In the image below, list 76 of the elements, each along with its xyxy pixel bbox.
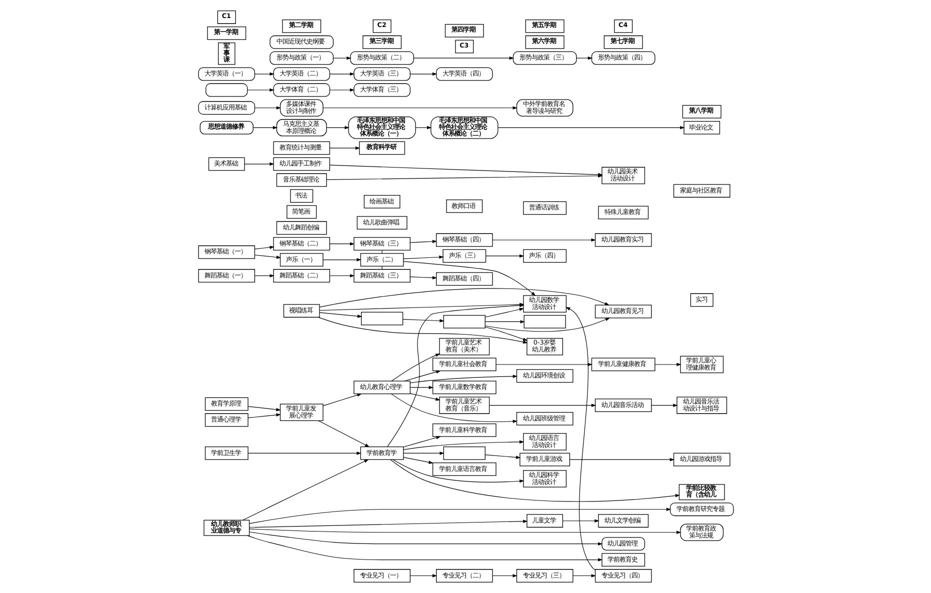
arrow [390,394,517,423]
arrow [390,354,440,382]
arrow [254,274,274,278]
arrow [248,532,602,546]
arrow [328,88,354,92]
node-box [523,315,566,328]
arrow [404,370,440,382]
arrow [488,404,596,407]
arrow [576,56,592,60]
arrow [484,318,610,332]
arrow [495,362,592,366]
node-box [442,446,485,460]
arrow [413,56,514,60]
arrow [322,258,361,262]
arrow [254,106,281,110]
arrow [409,374,518,384]
arrow [410,240,437,244]
arrow [254,254,281,259]
arrow [410,276,437,280]
arrow [248,508,671,524]
arrow [562,519,599,522]
arrow [492,238,596,242]
arrow [246,535,602,562]
arrow [326,126,349,130]
arrow [328,274,354,278]
connector [381,266,382,270]
arrow [244,162,274,166]
arrow [328,146,360,150]
arrow [328,242,354,246]
connector [381,250,382,254]
arrow [410,574,437,578]
arrow [247,452,361,455]
arrow [242,459,368,520]
arrow [328,72,354,76]
arrow [492,574,517,578]
arrow [484,308,524,318]
arrow [650,404,678,407]
arrow [402,452,444,455]
arrow [410,386,433,390]
arrow [322,393,362,406]
arrow [246,88,274,92]
node-box [360,312,403,326]
arrow [484,454,520,459]
arrow [332,56,351,60]
arrow [390,459,680,502]
arrow [318,317,528,344]
arrow [402,261,536,296]
arrow [410,72,437,76]
arrow [402,436,440,448]
arrow [414,126,432,130]
arrow [252,126,278,130]
arrow [402,457,433,464]
arrow [322,106,517,110]
arrow [248,528,681,534]
arrow [484,320,524,324]
node-box [442,315,485,328]
arrow [485,254,524,258]
arrow [247,406,280,412]
arrow [572,574,596,578]
arrow [410,393,440,401]
node-box [205,83,248,97]
arrow [402,319,444,322]
arrow [318,420,370,448]
arrow [402,440,524,450]
arrow [318,312,362,318]
arrow [497,126,684,130]
arrow [654,362,681,366]
arrow [254,246,274,250]
arrow [254,72,274,76]
arrow [565,307,595,570]
arrow [402,256,444,260]
arrow [569,458,674,462]
arrow [248,520,528,528]
arrow [247,413,280,418]
arrow [392,459,524,483]
arrow [484,326,528,341]
